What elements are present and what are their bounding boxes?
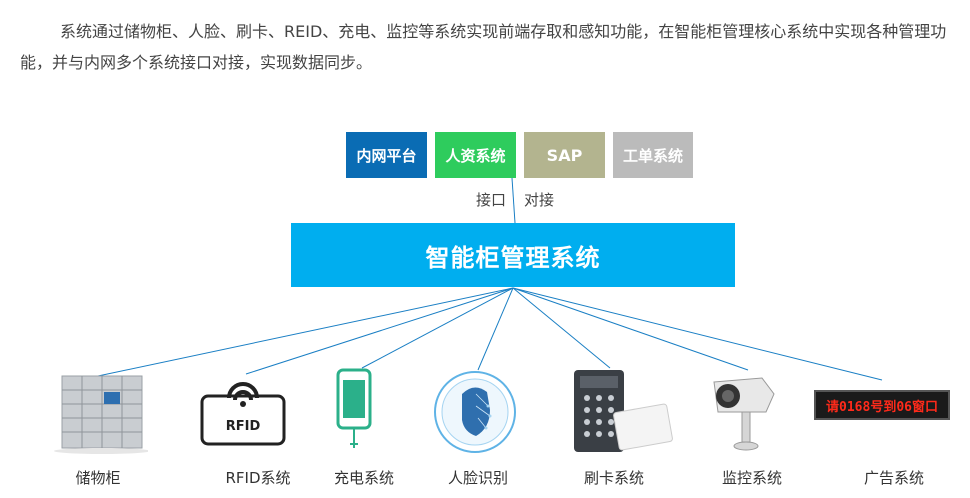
charger-icon: [336, 368, 372, 448]
sap-box: SAP: [524, 132, 605, 178]
top-connector: [511, 177, 516, 224]
intro-paragraph: 系统通过储物柜、人脸、刷卡、REID、充电、监控等系统实现前端存取和感知功能，在…: [20, 22, 947, 72]
work-order-box: 工单系统: [613, 132, 693, 178]
rfid-icon: RFID: [200, 382, 286, 446]
device-label-charger: 充电系统: [333, 469, 395, 487]
connector-card: [512, 287, 611, 369]
device-label-card: 刷卡系统: [583, 469, 645, 487]
camera-icon: [713, 377, 775, 451]
connector-camera: [512, 287, 749, 371]
connector-led: [512, 287, 883, 381]
device-label-face: 人脸识别: [447, 469, 509, 487]
face-recognition-icon: [434, 371, 516, 453]
led-display-icon: 请0168号到06窗口: [814, 390, 950, 420]
interface-label: 接口: [476, 191, 507, 209]
rfid-text: RFID: [226, 419, 261, 434]
hr-system-box: 人资系统: [435, 132, 516, 178]
locker-icon: [54, 375, 148, 454]
card-reader-icon: [574, 370, 673, 452]
core-system-box: 智能柜管理系统: [291, 223, 735, 287]
docking-label: 对接: [524, 191, 555, 209]
device-label-locker: 储物柜: [75, 469, 121, 487]
connector-face: [477, 287, 514, 371]
connector-rfid: [245, 287, 514, 375]
led-display-text: 请0168号到06窗口: [826, 399, 938, 415]
device-label-rfid: RFID系统: [225, 469, 291, 487]
connector-locker: [97, 287, 514, 377]
intranet-platform-box: 内网平台: [346, 132, 427, 178]
device-label-camera: 监控系统: [721, 469, 783, 487]
device-label-led: 广告系统: [863, 469, 925, 487]
connector-charger: [361, 287, 514, 369]
